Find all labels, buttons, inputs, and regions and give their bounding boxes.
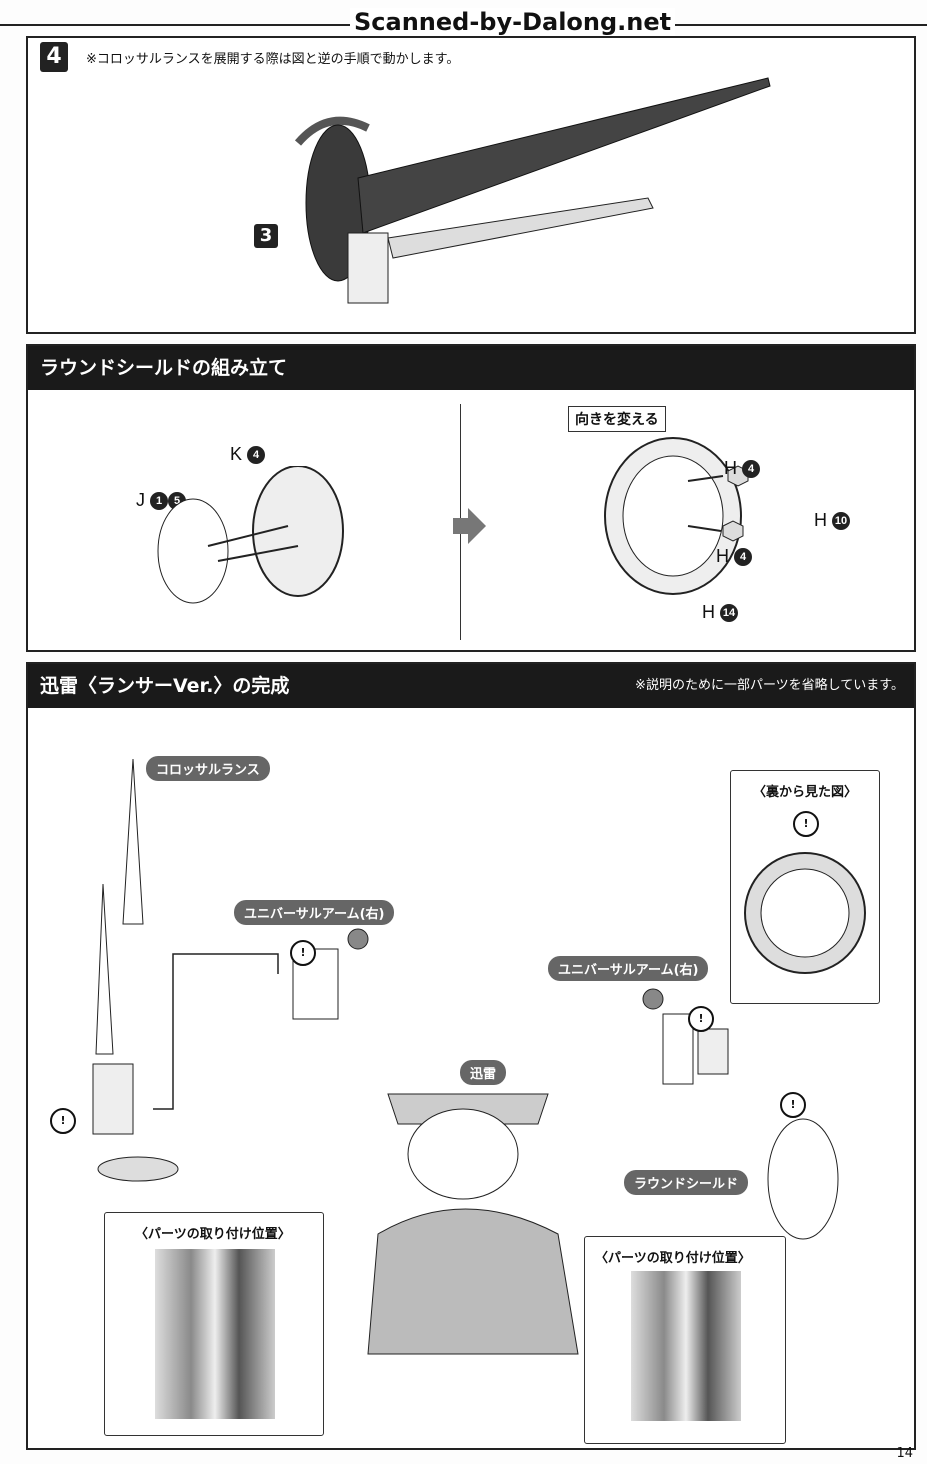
lance-label: コロッサルランス: [146, 756, 270, 781]
back-view-caption: 〈裏から見た図〉: [753, 785, 858, 800]
back-view-box: 〈裏から見た図〉 !: [730, 770, 880, 1004]
lance-arm-illustration: [92, 758, 369, 1182]
warning-icon: !: [290, 940, 316, 966]
step-note: ※コロッサルランスを展開する際は図と逆の手順で動かします。: [86, 52, 460, 67]
attachment-photo-1: [155, 1249, 275, 1419]
section-title: 迅雷〈ランサーVer.〉の完成 ※説明のために一部パーツを省略しています。: [28, 664, 914, 708]
turn-over-label: 向きを変える: [568, 406, 666, 432]
omission-note: ※説明のために一部パーツを省略しています。: [635, 678, 904, 693]
page-number: 14: [896, 1446, 913, 1461]
section-title: ラウンドシールドの組み立て: [28, 346, 914, 390]
warning-icon: !: [793, 811, 819, 837]
part-h-10: H 10: [814, 510, 851, 531]
part-h-14: H 14: [702, 602, 739, 623]
warning-icon: !: [780, 1092, 806, 1118]
arm-label-2: ユニバーサルアーム(右): [548, 956, 709, 981]
shield-back-illustration: [604, 437, 749, 595]
arrow-right-icon: [453, 508, 486, 544]
attachment-position-box-1: 〈パーツの取り付け位置〉: [104, 1212, 324, 1436]
arm-right-illustration: [642, 988, 729, 1085]
round-shield-illustration: [767, 1118, 839, 1240]
shield-parts-illustration: [157, 466, 344, 604]
position-caption-1: 〈パーツの取り付け位置〉: [135, 1227, 291, 1242]
section-title-text: 迅雷〈ランサーVer.〉の完成: [40, 675, 290, 697]
lance-illustration: [294, 77, 771, 304]
section-title-text: ラウンドシールドの組み立て: [40, 357, 288, 379]
attachment-position-box-2: 〈パーツの取り付け位置〉: [584, 1236, 786, 1444]
jinrai-label: 迅雷: [460, 1060, 507, 1085]
arm-label-1: ユニバーサルアーム(右): [234, 900, 395, 925]
shield-label: ラウンドシールド: [624, 1170, 749, 1195]
attachment-photo-2: [631, 1271, 741, 1421]
warning-icon: !: [688, 1006, 714, 1032]
part-k: K 4: [230, 444, 266, 465]
sub-step-number: 3: [254, 224, 278, 248]
step-4-panel: 4 ※コロッサルランスを展開する際は図と逆の手順で動かします。 3: [26, 36, 916, 334]
jinrai-figure-illustration: [367, 1093, 579, 1355]
shield-back-view-illustration: [744, 852, 866, 974]
step-number: 4: [40, 42, 68, 72]
position-caption-2: 〈パーツの取り付け位置〉: [595, 1251, 751, 1266]
part-h-4-b: H 4: [716, 546, 753, 567]
watermark: Scanned-by-Dalong.net: [350, 8, 676, 36]
part-h-4-a: H 4: [724, 458, 761, 479]
completion-panel: 迅雷〈ランサーVer.〉の完成 ※説明のために一部パーツを省略しています。 コロッ…: [26, 662, 916, 1450]
warning-icon: !: [50, 1108, 76, 1134]
